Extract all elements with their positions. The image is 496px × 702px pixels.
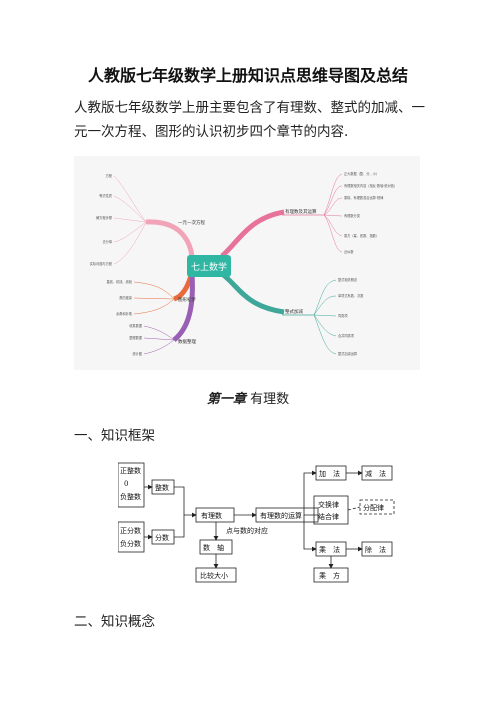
intro-paragraph: 人教版七年级数学上册主要包含了有理数、整式的加减、一元一次方程、图形的认识初步四… bbox=[74, 100, 425, 140]
mindmap-branch-geometry: 图形初步 bbox=[178, 296, 196, 303]
mindmap-leaf: 余角和补角 bbox=[116, 311, 132, 316]
box-dist bbox=[359, 499, 395, 515]
mindmap-leaf: 统计图 bbox=[132, 351, 142, 356]
mindmap-leaf: 合并同类项 bbox=[338, 333, 355, 338]
mindmap-leaf: 近似数 bbox=[344, 249, 354, 254]
label-rational: 有理数 bbox=[201, 511, 222, 520]
label-add: 加 法 bbox=[319, 469, 340, 478]
mindmap-branch-rational: 有理数及其运算 bbox=[285, 208, 317, 215]
chapter-name: 有理数 bbox=[250, 392, 290, 407]
label-fraction: 分数 bbox=[155, 533, 169, 542]
mindmap-leaf: 单项式系数、次数 bbox=[338, 293, 364, 298]
label-commutative: 交换律 bbox=[318, 500, 339, 509]
mindmap-branch-data: 数据整理 bbox=[178, 338, 196, 345]
mindmap-branch-equation: 一元一次方程 bbox=[178, 219, 205, 226]
mindmap-leaf: 解方程步骤 bbox=[96, 215, 113, 220]
label-div: 除 法 bbox=[365, 545, 386, 554]
mindmap-leaf: 同类项 bbox=[338, 313, 348, 318]
label-corr: 点与数的对应 bbox=[226, 526, 268, 535]
label-power: 乘 方 bbox=[319, 571, 340, 580]
mindmap-leaf: 整式加减运算 bbox=[338, 351, 358, 356]
label-pos-int: 正整数 bbox=[120, 466, 141, 475]
label-neg-frac: 负分数 bbox=[120, 539, 141, 548]
label-integer: 整数 bbox=[155, 483, 169, 492]
mindmap-leaf: 有理数相关内容（相反·数轴·绝对值） bbox=[344, 183, 397, 188]
label-associative: 结合律 bbox=[318, 512, 339, 521]
mindmap-leaf: 正大数据（整、分、小） bbox=[344, 171, 379, 176]
mindmap-leaf: 整理数据 bbox=[129, 335, 143, 340]
mindmap-leaf: 整式相关概念 bbox=[338, 277, 358, 282]
label-mul: 乘 法 bbox=[319, 545, 340, 554]
mind-map-figure: 七上数学 有理数及其运算 整式加减 一元一次方程 图形初步 数据整理 正大数据（… bbox=[74, 156, 420, 370]
label-distributive: 分配律 bbox=[363, 503, 384, 512]
mindmap-leaf: 实际问题与方程 bbox=[90, 261, 113, 266]
knowledge-framework-diagram: 正整数 0 负整数 整数 正分数 负分数 分数 有理数 有理数的运算 点与数的对… bbox=[118, 462, 395, 583]
mindmap-leaf: 去分母 bbox=[102, 239, 112, 244]
mindmap-branch-polynomial: 整式加减 bbox=[285, 308, 303, 315]
mindmap-center-node bbox=[187, 255, 231, 277]
label-sub: 减 法 bbox=[365, 469, 386, 478]
box-pos-neg-int bbox=[118, 462, 145, 508]
label-pos-frac: 正分数 bbox=[120, 526, 141, 535]
label-zero: 0 bbox=[124, 480, 128, 488]
chapter-heading: 第一章 有理数 bbox=[0, 388, 496, 407]
mindmap-leaf: 乘方（幂、底数、指数） bbox=[344, 233, 379, 238]
mindmap-leaf: 方程 bbox=[106, 173, 113, 178]
document-title: 人教版七年级数学上册知识点思维导图及总结 bbox=[87, 66, 408, 85]
section-heading-framework: 一、知识框架 bbox=[74, 428, 155, 444]
label-compare: 比较大小 bbox=[200, 571, 228, 580]
mindmap-leaf: 直线、射线、线段 bbox=[107, 279, 133, 284]
mindmap-leaf: 有理数分类 bbox=[344, 213, 361, 218]
mindmap-leaf: 角的度量 bbox=[119, 295, 133, 300]
mindmap-leaf: 乘除、有理数混合运算·规律 bbox=[344, 195, 384, 200]
mindmap-leaf: 等式性质 bbox=[99, 193, 113, 198]
label-neg-int: 负整数 bbox=[120, 492, 141, 501]
mindmap-center-label: 七上数学 bbox=[191, 261, 227, 273]
mindmap-leaf: 收集数据 bbox=[129, 323, 143, 328]
label-ops: 有理数的运算 bbox=[260, 511, 302, 520]
label-number-line: 数 轴 bbox=[203, 543, 224, 552]
section-heading-concepts: 二、知识概念 bbox=[74, 614, 155, 630]
chapter-label: 第一章 bbox=[206, 392, 246, 407]
